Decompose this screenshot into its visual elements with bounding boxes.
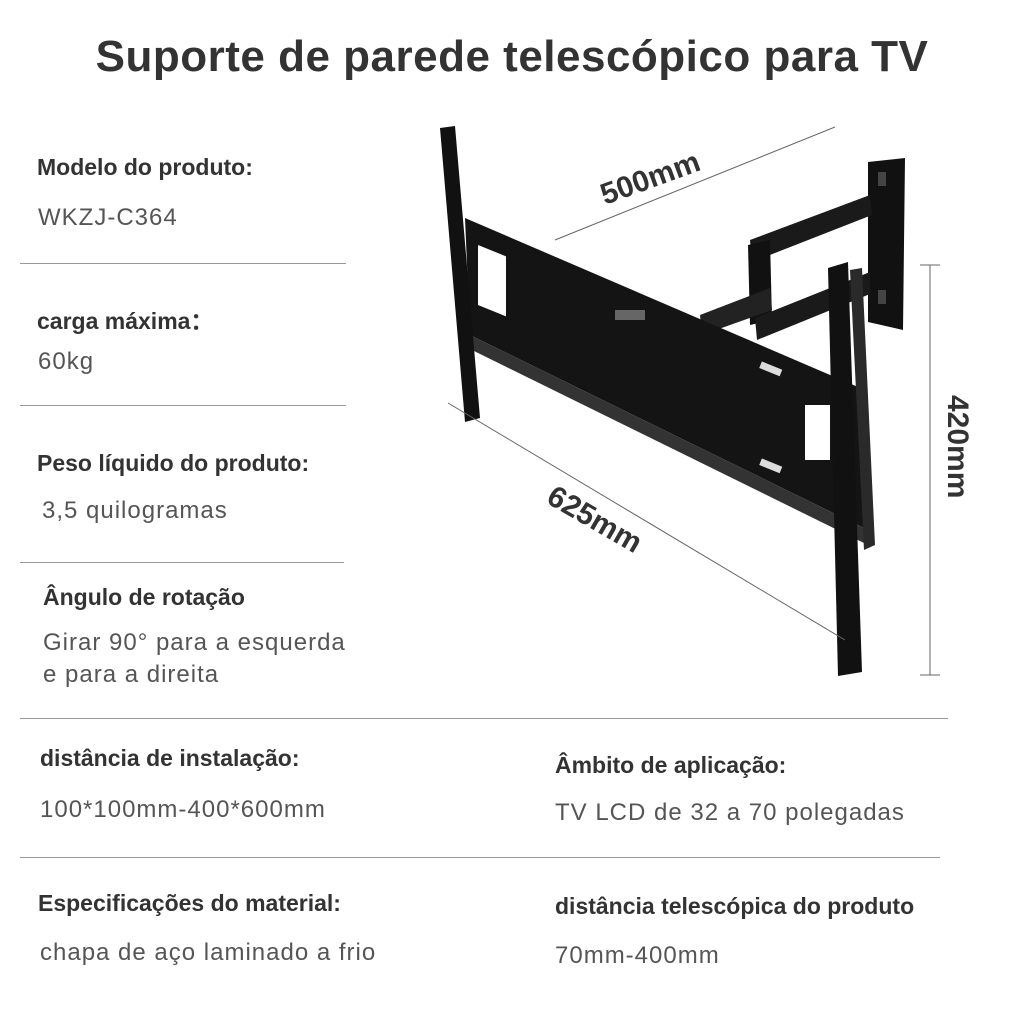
dimension-420mm: 420mm: [941, 395, 974, 498]
dimension-lines: [447, 126, 940, 676]
divider: [20, 562, 344, 563]
tv-plate: [465, 218, 868, 545]
rotation-value-1: Girar 90° para a esquerda: [43, 629, 346, 656]
rotation-value-2: e para a direita: [43, 661, 220, 688]
divider: [20, 263, 346, 264]
load-value: 60kg: [38, 348, 95, 375]
material-value: chapa de aço laminado a frio: [40, 939, 377, 966]
material-label: Especificações do material:: [38, 890, 341, 916]
dimension-625mm: 625mm: [542, 479, 648, 559]
left-vertical-bracket: [440, 126, 480, 422]
divider: [20, 405, 346, 406]
install-value: 100*100mm-400*600mm: [40, 796, 326, 823]
scope-label: Âmbito de aplicação:: [555, 752, 787, 778]
scope-value: TV LCD de 32 a 70 polegadas: [555, 799, 905, 826]
tv-mount-illustration: 500mm 625mm 420mm: [440, 126, 974, 676]
right-vertical-bracket: [828, 262, 875, 676]
divider: [20, 857, 940, 858]
install-label: distância de instalação:: [40, 745, 300, 771]
rotation-label: Ângulo de rotação: [43, 584, 245, 610]
model-label: Modelo do produto:: [37, 154, 253, 180]
telescopic-label: distância telescópica do produto: [555, 893, 915, 919]
weight-label: Peso líquido do produto:: [37, 450, 310, 476]
model-value: WKZJ-C364: [38, 204, 178, 231]
weight-value: 3,5 quilogramas: [42, 497, 228, 524]
page-title: Suporte de parede telescópico para TV: [95, 32, 929, 81]
wall-plate: [868, 158, 905, 330]
telescopic-value: 70mm-400mm: [555, 942, 720, 969]
load-label: carga máxima：: [37, 308, 214, 334]
divider: [20, 718, 948, 719]
